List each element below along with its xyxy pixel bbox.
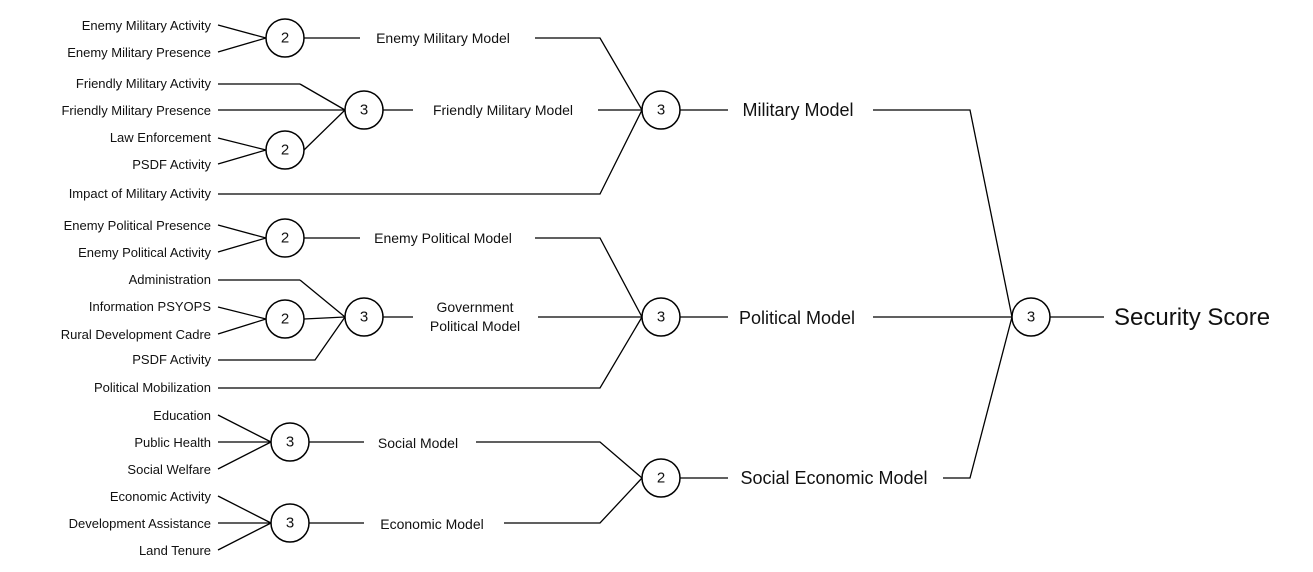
node-economic-count: 3: [286, 515, 294, 532]
label-economic-model: Economic Model: [380, 516, 484, 532]
node-information-sub-count: 2: [281, 311, 289, 328]
leaf-public-health: Public Health: [134, 435, 211, 450]
node-friendly-military-count: 3: [360, 102, 368, 119]
label-enemy-military-model: Enemy Military Model: [376, 30, 510, 46]
node-economic: 3: [270, 503, 310, 543]
leaf-friendly-military-presence: Friendly Military Presence: [61, 103, 211, 118]
node-friendly-military-sub: 2: [265, 130, 305, 170]
model-labels: Enemy Military Model Friendly Military M…: [374, 30, 1270, 532]
leaf-education: Education: [153, 408, 211, 423]
node-social: 3: [270, 422, 310, 462]
label-government-political-model-line1: Government: [436, 299, 513, 315]
leaf-enemy-military-presence: Enemy Military Presence: [67, 45, 211, 60]
leaf-land-tenure: Land Tenure: [139, 543, 211, 558]
leaf-social-welfare: Social Welfare: [127, 462, 211, 477]
label-military-model: Military Model: [742, 100, 853, 120]
connector-lines: [217, 24, 1104, 551]
leaf-enemy-military-activity: Enemy Military Activity: [82, 18, 212, 33]
node-political: 3: [641, 297, 681, 337]
label-enemy-political-model: Enemy Political Model: [374, 230, 512, 246]
leaf-enemy-political-presence: Enemy Political Presence: [64, 218, 211, 233]
label-political-model: Political Model: [739, 308, 855, 328]
leaf-enemy-political-activity: Enemy Political Activity: [78, 245, 211, 260]
leaf-law-enforcement: Law Enforcement: [110, 130, 212, 145]
node-security-count: 3: [1027, 309, 1035, 326]
leaf-psdf-activity-military: PSDF Activity: [132, 157, 211, 172]
node-government-political-count: 3: [360, 309, 368, 326]
node-military-count: 3: [657, 102, 665, 119]
node-information-sub: 2: [265, 299, 305, 339]
label-social-model: Social Model: [378, 435, 458, 451]
label-government-political-model-line2: Political Model: [430, 318, 520, 334]
node-friendly-military-sub-count: 2: [281, 142, 289, 159]
leaf-labels: Enemy Military Activity Enemy Military P…: [61, 18, 212, 558]
leaf-rural-development-cadre: Rural Development Cadre: [61, 327, 211, 342]
leaf-development-assistance: Development Assistance: [69, 516, 211, 531]
node-enemy-military: 2: [265, 18, 305, 58]
leaf-friendly-military-activity: Friendly Military Activity: [76, 76, 212, 91]
leaf-economic-activity: Economic Activity: [110, 489, 212, 504]
node-social-economic: 2: [641, 458, 681, 498]
node-government-political: 3: [344, 297, 384, 337]
label-security-score: Security Score: [1114, 304, 1270, 331]
leaf-impact-of-military-activity: Impact of Military Activity: [69, 186, 212, 201]
node-social-count: 3: [286, 434, 294, 451]
label-friendly-military-model: Friendly Military Model: [433, 102, 573, 118]
node-social-economic-count: 2: [657, 470, 665, 487]
node-enemy-military-count: 2: [281, 30, 289, 47]
node-friendly-military: 3: [344, 90, 384, 130]
node-security: 3: [1011, 297, 1051, 337]
aggregation-nodes: 2 2 3 3 2 2 3 3: [265, 18, 1051, 543]
node-military: 3: [641, 90, 681, 130]
leaf-political-mobilization: Political Mobilization: [94, 380, 211, 395]
node-enemy-political: 2: [265, 218, 305, 258]
leaf-psdf-activity-political: PSDF Activity: [132, 352, 211, 367]
leaf-administration: Administration: [129, 272, 211, 287]
node-enemy-political-count: 2: [281, 230, 289, 247]
leaf-information-psyops: Information PSYOPS: [89, 299, 211, 314]
label-social-economic-model: Social Economic Model: [740, 468, 927, 488]
node-political-count: 3: [657, 309, 665, 326]
